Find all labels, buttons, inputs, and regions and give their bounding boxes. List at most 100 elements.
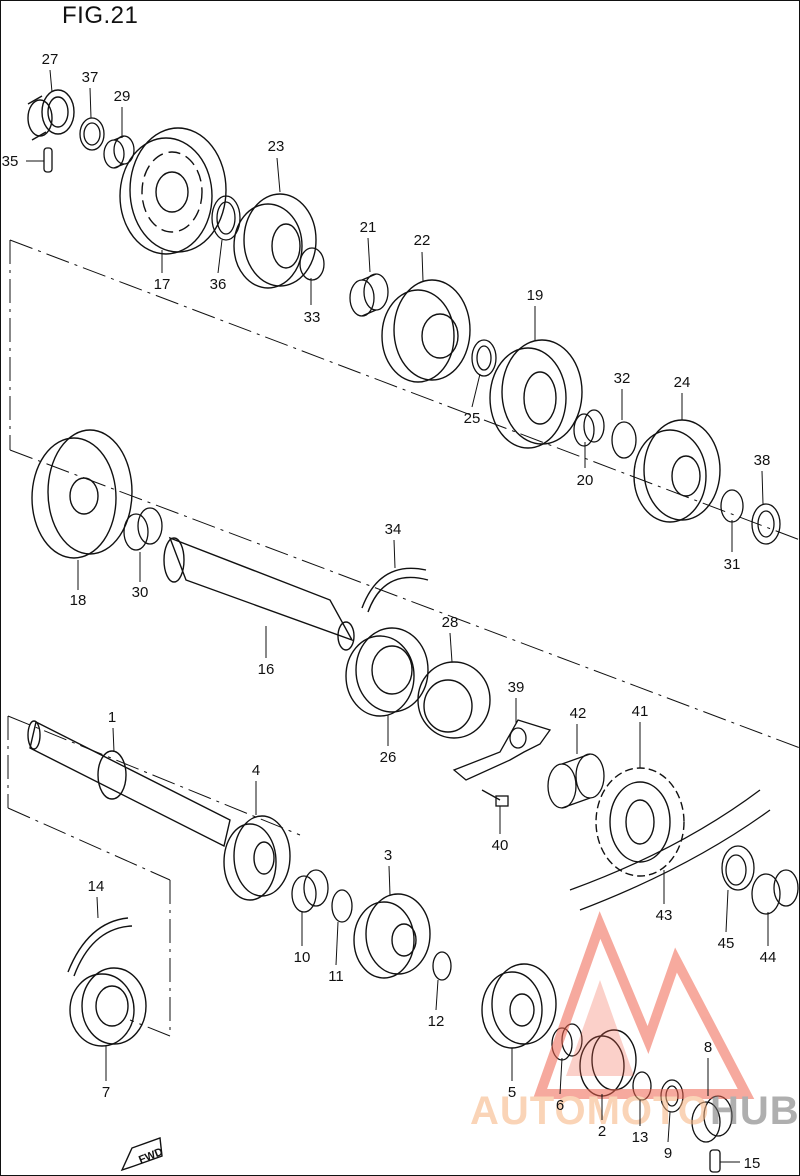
callout-label: 8 <box>704 1039 712 1056</box>
part-16-countershaft <box>163 536 355 651</box>
callout-label: 29 <box>114 88 131 105</box>
part-14-retainer <box>67 917 133 977</box>
callout-11: 11 <box>328 921 344 985</box>
part-4-gear <box>223 815 291 901</box>
callout-label: 17 <box>154 276 171 293</box>
part-18-gear <box>31 429 133 559</box>
leader-line <box>725 889 729 933</box>
leader-line <box>217 239 223 274</box>
part-25-washer <box>471 339 497 377</box>
leader-line <box>112 727 115 753</box>
callout-28: 28 <box>442 614 458 663</box>
callout-label: 33 <box>304 309 321 326</box>
part-17-gear <box>119 127 227 255</box>
callout-label: 38 <box>754 452 771 469</box>
part-5-gear <box>481 963 557 1049</box>
callout-36: 36 <box>210 239 226 293</box>
part-39-plate <box>452 719 552 781</box>
leader-line <box>449 632 453 663</box>
leader-line <box>276 157 281 193</box>
fwd-arrow-icon <box>120 1137 163 1172</box>
part-40-bolt <box>481 789 509 807</box>
callout-5: 5 <box>508 1048 516 1101</box>
callout-15: 15 <box>720 1155 760 1172</box>
part-32-circlip <box>611 421 637 459</box>
callout-44: 44 <box>760 912 777 966</box>
part-11-circlip <box>331 889 353 923</box>
part-34-retainer <box>361 567 429 613</box>
callout-9: 9 <box>664 1111 672 1162</box>
callout-35: 35 <box>2 153 44 170</box>
callout-label: 24 <box>674 374 691 391</box>
callout-38: 38 <box>754 452 771 505</box>
callout-2: 2 <box>598 1094 606 1140</box>
leader-line <box>49 69 53 93</box>
part-15-pin <box>709 1149 721 1173</box>
part-28-seal <box>417 661 491 739</box>
part-27-bearing <box>27 89 75 141</box>
callout-label: 12 <box>428 1013 445 1030</box>
callout-30: 30 <box>132 552 149 601</box>
callout-label: 9 <box>664 1145 672 1162</box>
callout-label: 10 <box>294 949 311 966</box>
callout-10: 10 <box>294 912 311 966</box>
part-43-chain <box>569 789 771 911</box>
callout-17: 17 <box>154 250 171 293</box>
countershaft-assembly-outline <box>9 239 800 749</box>
leader-line <box>471 373 481 408</box>
part-44-bushing <box>751 869 799 915</box>
part-24-gear <box>633 419 721 523</box>
part-1-driveshaft <box>27 720 231 848</box>
callout-33: 33 <box>304 278 321 326</box>
leader-line <box>388 865 391 896</box>
watermark-text-right: HUB <box>710 1089 800 1133</box>
callout-32: 32 <box>614 370 631 420</box>
callout-label: 11 <box>328 968 344 985</box>
callout-24: 24 <box>674 374 691 420</box>
callout-label: 16 <box>258 661 275 678</box>
callout-label: 25 <box>464 410 481 427</box>
callout-43: 43 <box>656 870 673 924</box>
leader-line <box>435 979 439 1011</box>
part-42-spacer <box>547 753 605 809</box>
watermark-triangle <box>532 911 755 1099</box>
part-3-gear <box>353 893 431 979</box>
callout-14: 14 <box>88 878 105 919</box>
callout-label: 30 <box>132 584 149 601</box>
callout-label: 44 <box>760 949 777 966</box>
watermark-inner-triangle <box>566 980 634 1076</box>
callout-45: 45 <box>718 889 734 952</box>
leader-line <box>335 921 339 966</box>
leader-line <box>421 251 424 282</box>
callout-label: 14 <box>88 878 105 895</box>
callout-label: 35 <box>2 153 19 170</box>
callout-19: 19 <box>527 287 544 340</box>
callout-4: 4 <box>252 762 260 815</box>
callout-label: 43 <box>656 907 673 924</box>
leader-line <box>761 470 764 505</box>
callout-16: 16 <box>258 626 275 678</box>
callout-label: 18 <box>70 592 87 609</box>
callout-label: 32 <box>614 370 631 387</box>
callout-27: 27 <box>42 51 58 93</box>
part-30-bushing <box>123 507 163 551</box>
callout-21: 21 <box>360 219 376 273</box>
callout-label: 20 <box>577 472 594 489</box>
callout-layer: 27 37 29 35 17 36 23 33 2 12 21 9 25 32 24 20 38 3 11 8 30 34… <box>2 51 777 1172</box>
callout-23: 23 <box>268 138 284 193</box>
callout-label: 19 <box>527 287 544 304</box>
part-23-gear <box>233 193 317 289</box>
part-31-circlip <box>720 489 744 523</box>
callout-42: 42 <box>570 705 586 754</box>
callout-37: 37 <box>82 69 99 119</box>
callout-34: 34 <box>385 521 401 569</box>
callout-label: 39 <box>508 679 525 696</box>
part-13-circlip <box>632 1071 652 1101</box>
callout-3: 3 <box>384 847 392 896</box>
callout-label: 37 <box>82 69 99 86</box>
callout-label: 26 <box>380 749 397 766</box>
part-29-bushing <box>103 135 135 169</box>
watermark-logo: AUTOMOTO HUB <box>470 911 800 1133</box>
part-22-gear <box>381 279 471 383</box>
